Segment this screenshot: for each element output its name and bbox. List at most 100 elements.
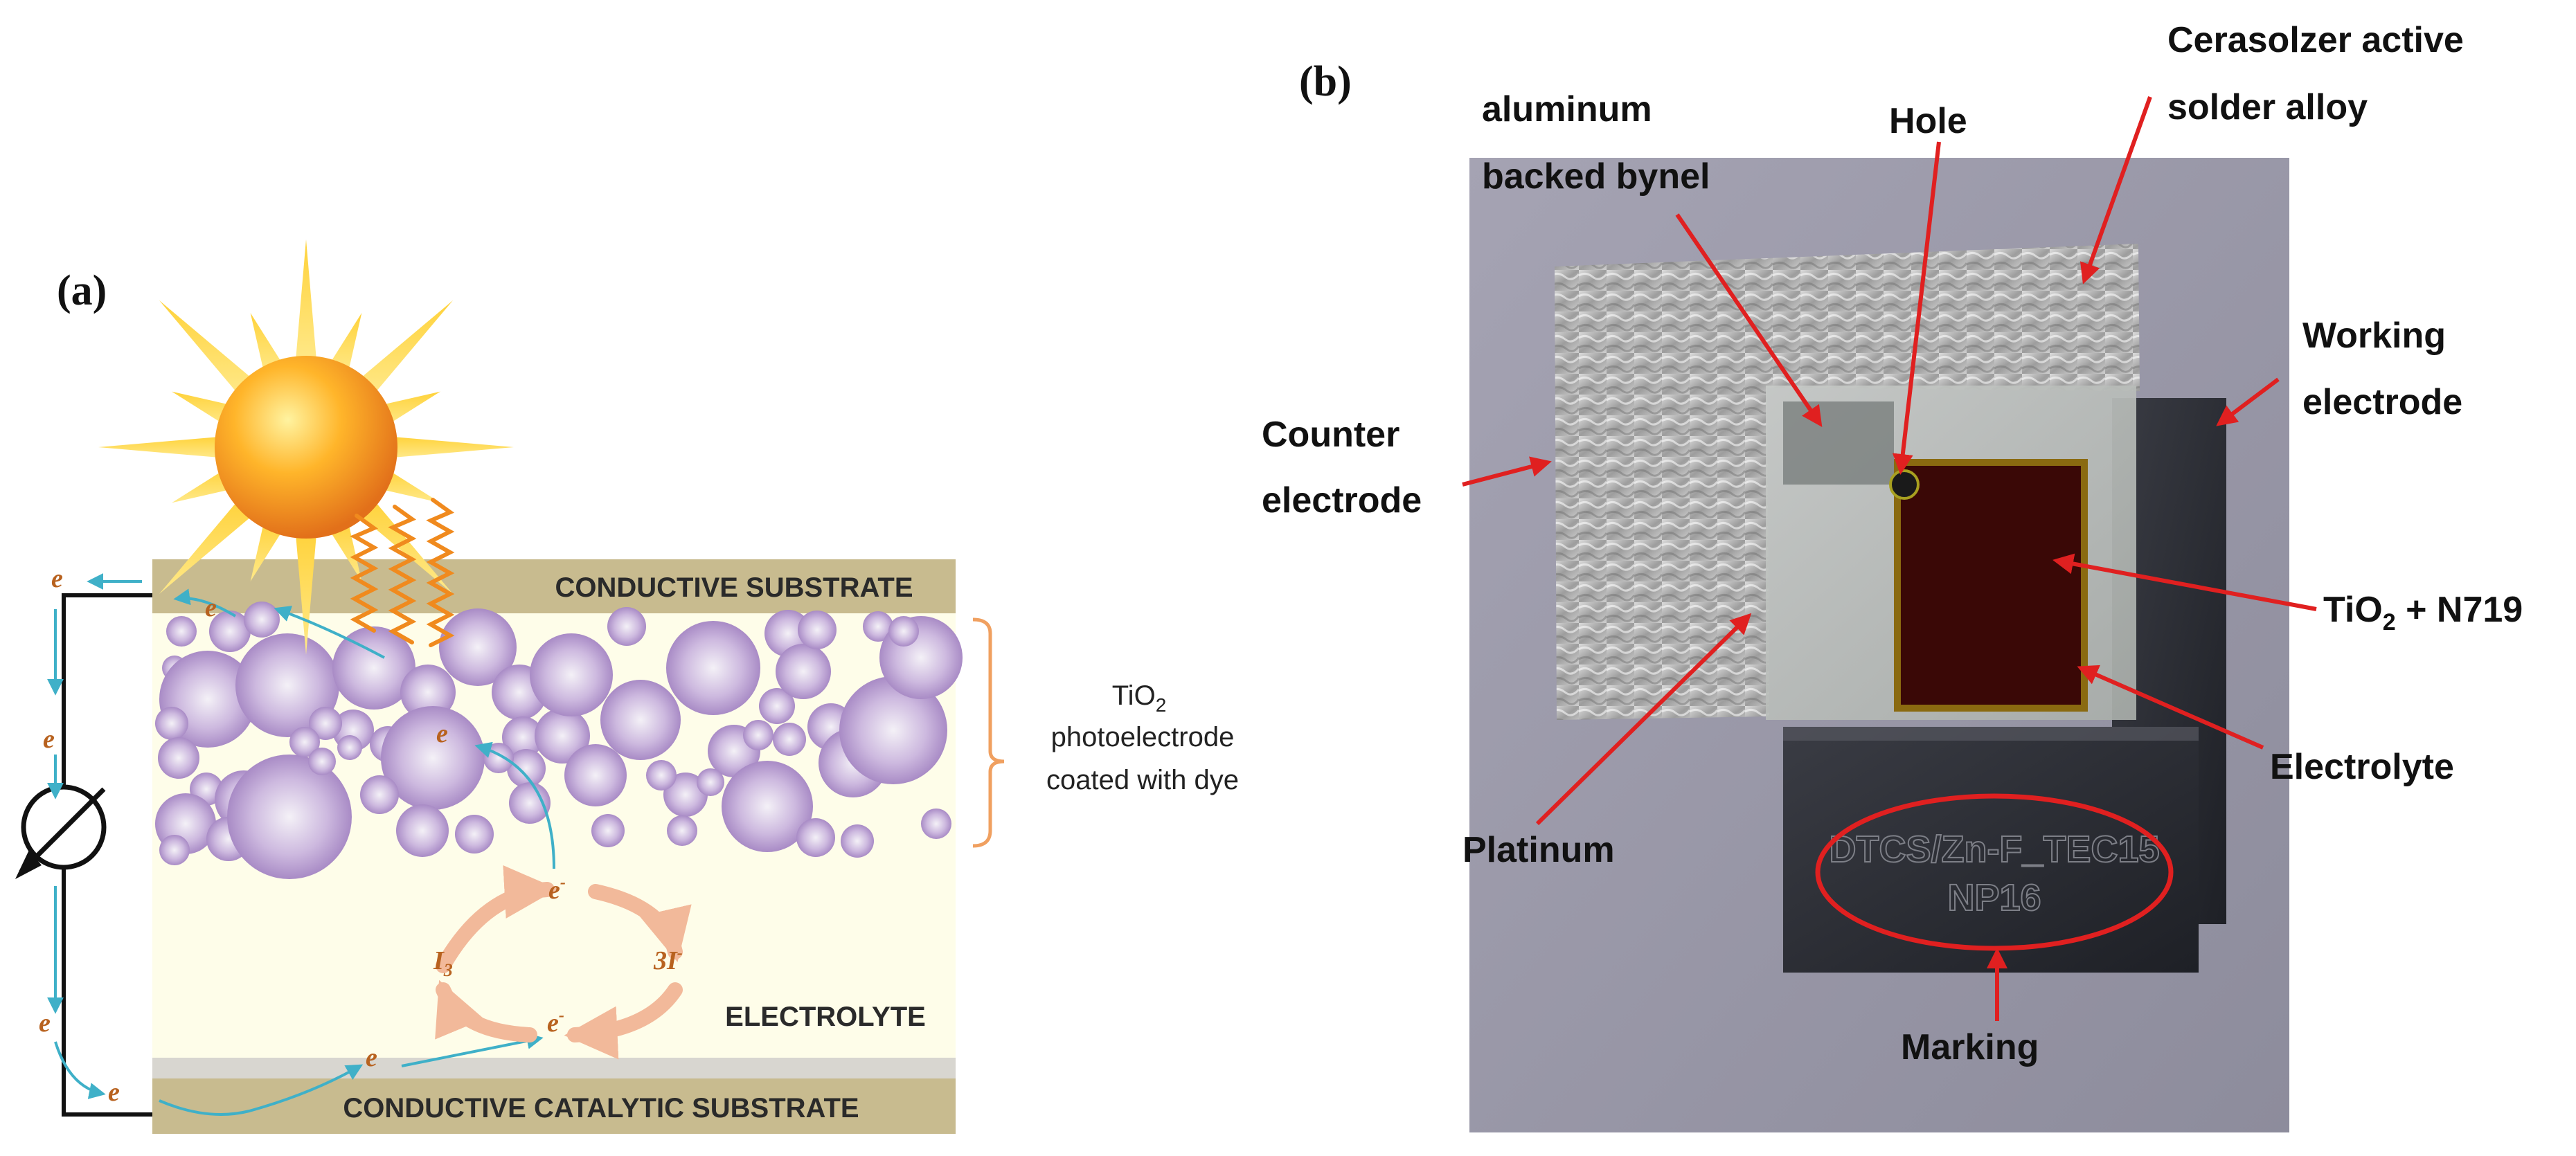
electrolyte-label: ELECTROLYTE (725, 1002, 926, 1032)
tio2-particle (158, 737, 199, 779)
tio2-particle (309, 707, 342, 740)
photoelectrode-label-line3: coated with dye (1046, 765, 1239, 795)
tio2-particle (841, 824, 874, 858)
tio2-particle (337, 735, 362, 760)
sun-ray (388, 436, 514, 458)
tio2-particle (839, 676, 947, 784)
tio2-particle (400, 665, 456, 720)
engraving-line2: NP16 (1947, 877, 2041, 919)
sun-ray (171, 391, 235, 426)
tio2-particle (244, 602, 280, 638)
sun-ray (357, 498, 454, 595)
tio2-particle (759, 688, 795, 724)
panel-b: (b) DTCS/Zn-F_TEC15 NP16 (1262, 20, 2523, 1132)
photoelectrode-bracket (972, 617, 1005, 848)
electron-label: e (51, 564, 63, 593)
callout-counter-line2: electrode (1262, 480, 1422, 521)
tio2-particle (667, 815, 697, 846)
sun-ray (250, 518, 285, 582)
tio2-n719-film (1894, 459, 2088, 712)
electron-labels: e e e e e e e e- e- I3 3I- (39, 564, 683, 1107)
tio2-particle (289, 727, 320, 757)
tio2-particle (863, 611, 893, 642)
conductive-catalytic-substrate-label: CONDUCTIVE CATALYTIC SUBSTRATE (343, 1093, 859, 1123)
callout-electrolyte: Electrolyte (2270, 747, 2454, 787)
sun-ray (159, 498, 256, 595)
electron-flow-arrows (47, 573, 555, 1116)
tio2-particle (439, 608, 517, 686)
electron-label: e (43, 725, 55, 754)
sun-ray (357, 300, 454, 397)
panel-b-label: (b) (1299, 58, 1352, 105)
conductive-substrate-label: CONDUCTIVE SUBSTRATE (555, 572, 913, 603)
tio2-particle (235, 633, 339, 737)
electron-label: e (108, 1078, 120, 1107)
tio2-particle (166, 616, 197, 647)
tio2-particle (743, 720, 773, 750)
conductive-substrate-layer (152, 559, 956, 613)
iodide-label: 3I- (653, 944, 683, 975)
panel-a: (a) CONDUCTIVE SUBSTRATE CONDUCTIVE CATA… (15, 240, 1239, 1134)
callout-arrows (1462, 96, 2317, 1021)
photoelectrode-label: TiO2 photoelectrode coated with dye (1046, 680, 1239, 795)
tio2-particle (502, 716, 544, 758)
aluminum-foil (1555, 244, 2140, 720)
callout-working-line1: Working (2302, 316, 2446, 356)
tio2-particle (564, 744, 627, 806)
tio2-particle (209, 611, 251, 652)
tio2-particle (381, 706, 485, 810)
engraving-line1: DTCS/Zn-F_TEC15 (1829, 829, 2159, 870)
electron-minus-label: e- (547, 1006, 564, 1038)
sun-ray (328, 518, 362, 582)
marked-glass (1783, 727, 2199, 973)
bynel-area (1783, 401, 1894, 485)
electron-label: e (366, 1043, 377, 1072)
tio2-particle (159, 835, 190, 865)
sun-ray (98, 436, 224, 458)
tio2-particles (155, 602, 963, 879)
load-symbol-icon (15, 784, 107, 879)
electron-label: e (39, 1009, 51, 1038)
tio2-particle (332, 626, 415, 710)
tio2-particle (666, 621, 760, 715)
tio2-particle (607, 607, 646, 646)
callout-marking: Marking (1901, 1027, 2039, 1067)
sun-ray (250, 312, 285, 376)
tio2-particle (455, 815, 494, 854)
tio2-particle (509, 782, 551, 824)
tio2-particle (921, 809, 951, 839)
sun-ray (377, 469, 441, 503)
engraving-text: DTCS/Zn-F_TEC15 NP16 (1828, 828, 2160, 919)
tio2-particle (697, 768, 724, 796)
catalytic-thin-layer (152, 1058, 956, 1078)
callout-counter-line1: Counter (1262, 415, 1399, 455)
tio2-particle (530, 633, 613, 716)
conductive-catalytic-substrate-layer (152, 1078, 956, 1134)
tio2-particle (396, 804, 449, 857)
callout-cerasolzer-line1: Cerasolzer active (2167, 20, 2464, 60)
sun-ray (377, 391, 441, 426)
hole-marker (1889, 469, 1920, 500)
electron-minus-label: e- (548, 874, 566, 905)
tio2-particle (535, 708, 590, 764)
sun-ray (295, 240, 317, 365)
tio2-particle (155, 707, 188, 740)
redox-cycle-arrows (435, 865, 692, 1060)
tio2-particle (360, 775, 399, 814)
photoelectrode-label-line1: TiO2 (1112, 680, 1167, 716)
tio2-particle (227, 755, 352, 879)
tio2-particle (600, 680, 681, 760)
callout-aluminum-line1: aluminum (1482, 89, 1652, 129)
tio2-particle (776, 644, 831, 699)
photoelectrode-label-line2: photoelectrode (1051, 722, 1235, 752)
tio2-particle (591, 814, 625, 847)
triiodide-label: I3 (433, 946, 453, 980)
callout-platinum: Platinum (1463, 830, 1615, 870)
sun-ray (171, 469, 235, 503)
sun-ray (159, 300, 256, 397)
electron-label: e (205, 593, 217, 622)
tio2-particle (888, 616, 919, 647)
tio2-particle (646, 760, 677, 791)
callout-working-line2: electrode (2302, 382, 2462, 422)
callout-hole: Hole (1889, 101, 1967, 141)
